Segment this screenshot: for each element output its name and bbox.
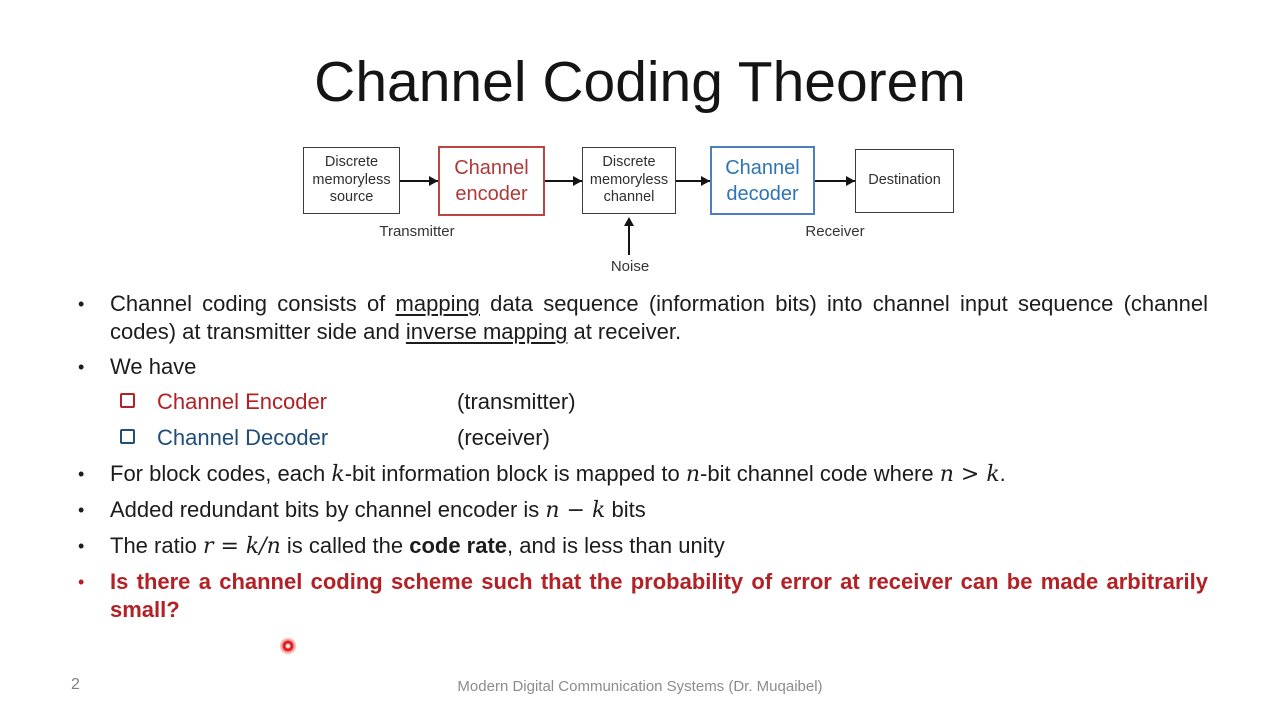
text-run: Channel coding consists of bbox=[110, 291, 396, 316]
bullet-item: • Channel coding consists of mapping data… bbox=[78, 290, 1208, 346]
text-run: -bit channel code where bbox=[700, 461, 940, 486]
text-run: is called the bbox=[280, 533, 410, 558]
text-run: mapping bbox=[395, 291, 480, 316]
box-discrete-memoryless-source: Discrete memoryless source bbox=[303, 147, 400, 214]
text-run: The ratio bbox=[110, 533, 203, 558]
bullet-text: The ratio r = k/n is called the code rat… bbox=[110, 532, 1208, 561]
text-run: -bit information block is mapped to bbox=[344, 461, 686, 486]
text-run: We have bbox=[110, 354, 197, 379]
arrow-decoder-to-destination bbox=[815, 176, 855, 186]
text-run: k bbox=[331, 462, 345, 487]
bullet-text: Added redundant bits by channel encoder … bbox=[110, 496, 1208, 525]
bullet-item: • Is there a channel coding scheme such t… bbox=[78, 568, 1208, 624]
text-run: For block codes, each bbox=[110, 461, 332, 486]
text-run: inverse mapping bbox=[405, 319, 568, 344]
sub-bullet-item: Channel Decoder (receiver) bbox=[78, 424, 1208, 452]
bullet-dot-icon: • bbox=[78, 500, 85, 520]
text-run: n > k bbox=[939, 462, 1000, 487]
page-number: 2 bbox=[71, 676, 80, 693]
text-run: code rate bbox=[409, 533, 508, 558]
bullet-text: Channel coding consists of mapping data … bbox=[110, 290, 1208, 346]
bullet-dot-icon: • bbox=[78, 294, 85, 314]
laser-pointer-dot bbox=[279, 637, 297, 655]
text-run: Added redundant bits by channel encoder … bbox=[110, 497, 546, 522]
bullet-item: • We have bbox=[78, 353, 1208, 381]
text-run: . bbox=[999, 461, 1006, 486]
noise-arrow bbox=[624, 217, 634, 255]
bullet-item: • The ratio r = k/n is called the code ra… bbox=[78, 532, 1208, 561]
sub-bullet-label: Channel Encoder bbox=[157, 389, 328, 414]
checkbox-bullet-icon bbox=[120, 429, 135, 444]
box-discrete-memoryless-channel: Discrete memoryless channel bbox=[582, 147, 676, 214]
text-run: data sequence (information bits) into ch… bbox=[110, 291, 1208, 344]
bullet-list: • Channel coding consists of mapping data… bbox=[78, 290, 1208, 631]
bullet-dot-icon: • bbox=[78, 357, 85, 377]
bullet-dot-icon: • bbox=[78, 464, 85, 484]
sub-bullet-item: Channel Encoder (transmitter) bbox=[78, 388, 1208, 416]
sub-bullet-label: Channel Decoder bbox=[157, 425, 329, 450]
text-run: at receiver. bbox=[567, 319, 682, 344]
arrow-source-to-encoder bbox=[400, 176, 438, 186]
text-run: Is there a channel coding scheme such th… bbox=[110, 569, 1208, 622]
box-destination: Destination bbox=[855, 149, 954, 213]
bullet-text: We have bbox=[110, 353, 1208, 381]
bullet-text: Is there a channel coding scheme such th… bbox=[110, 568, 1208, 624]
box-channel-encoder: Channel encoder bbox=[438, 146, 545, 216]
receiver-label: Receiver bbox=[805, 223, 865, 240]
text-run: r = k/n bbox=[202, 534, 281, 559]
text-run: n − k bbox=[545, 498, 606, 523]
bullet-dot-icon: • bbox=[78, 536, 85, 556]
sub-bullet-paren: (transmitter) bbox=[457, 389, 576, 414]
footer-text: Modern Digital Communication Systems (Dr… bbox=[457, 678, 823, 695]
transmitter-label: Transmitter bbox=[379, 223, 455, 240]
bullet-item: • Added redundant bits by channel encoder… bbox=[78, 496, 1208, 525]
box-channel-decoder: Channel decoder bbox=[710, 146, 815, 215]
text-run: , and is less than unity bbox=[507, 533, 725, 558]
sub-bullet-paren: (receiver) bbox=[457, 425, 550, 450]
text-run: bits bbox=[605, 497, 646, 522]
arrow-encoder-to-channel bbox=[545, 176, 582, 186]
checkbox-bullet-icon bbox=[120, 393, 135, 408]
bullet-dot-icon: • bbox=[78, 572, 85, 592]
bullet-text: For block codes, each k-bit information … bbox=[110, 460, 1208, 489]
text-run: n bbox=[685, 462, 701, 487]
bullet-item: • For block codes, each k-bit information… bbox=[78, 460, 1208, 489]
noise-label: Noise bbox=[610, 258, 650, 275]
slide-title: Channel Coding Theorem bbox=[314, 50, 966, 114]
arrow-channel-to-decoder bbox=[676, 176, 710, 186]
